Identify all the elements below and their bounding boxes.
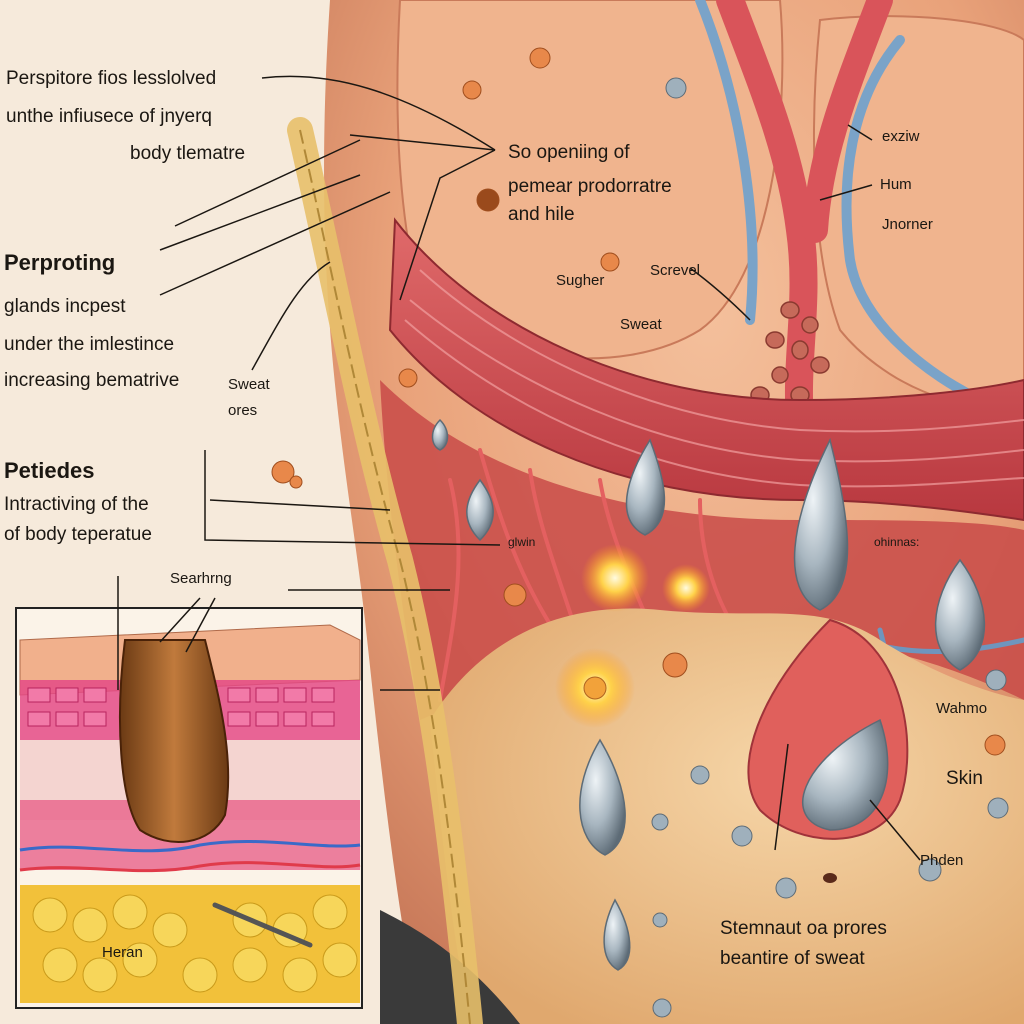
label-stemnaut-2: beantire of sweat [720, 948, 865, 969]
small-droplets [651, 77, 1009, 1018]
left-vein [695, 0, 758, 325]
label-intractiving-2: of body teperatue [4, 524, 152, 545]
label-opening-3: and hile [508, 204, 575, 225]
label-sugher: Sugher [556, 272, 605, 289]
label-top-left-1: Perspitore fios lesslolved [6, 68, 217, 89]
muscle-band [388, 217, 1024, 522]
label-top-left-3: body tlematre [130, 143, 246, 164]
orange-beads [271, 47, 1006, 756]
muscle-fibers [404, 269, 1024, 488]
label-glwin: glwin [508, 535, 536, 549]
label-intractiving-1: Intractiving of the [4, 494, 149, 515]
navel [823, 873, 837, 883]
central-artery-right [802, 0, 893, 243]
nerve-sparks [555, 544, 710, 728]
label-sweat: Sweat [620, 316, 662, 333]
waistband [380, 910, 520, 1024]
label-screvel: Screvel [650, 262, 701, 279]
label-sweat-ores-2: ores [228, 402, 258, 419]
heading-perproting: Perproting [4, 250, 116, 275]
label-glands-2: under the imlestince [4, 334, 175, 355]
label-opening-2: pemear prodorratre [508, 176, 672, 197]
label-jnorner: Jnorner [882, 216, 933, 233]
heading-petiedes: Petiedes [4, 458, 95, 483]
label-phden: Phden [920, 852, 964, 869]
leader-lines [117, 75, 921, 861]
label-skin: Skin [946, 768, 983, 789]
label-heran: Heran [102, 944, 143, 961]
skin-cross-section-inset [15, 607, 363, 1009]
label-ohinnas: ohinnas: [874, 535, 920, 549]
label-wahmo: Wahmo [936, 700, 988, 717]
sweat-drops [431, 418, 986, 971]
label-top-left-2: unthe infiusece of jnyerq [6, 106, 212, 127]
skin-edge-outline [299, 129, 471, 1024]
label-opening-1: So openiing of [508, 142, 630, 163]
label-searching: Searhrng [170, 570, 232, 587]
label-hum: Hum [880, 176, 912, 193]
label-exziw: exziw [882, 128, 920, 145]
label-glands-3: increasing bematrive [4, 370, 180, 391]
label-glands-1: glands incpest [4, 296, 126, 317]
right-vein [841, 35, 985, 405]
label-stemnaut-1: Stemnaut oa prores [720, 918, 887, 939]
label-sweat-ores-1: Sweat [228, 376, 270, 393]
